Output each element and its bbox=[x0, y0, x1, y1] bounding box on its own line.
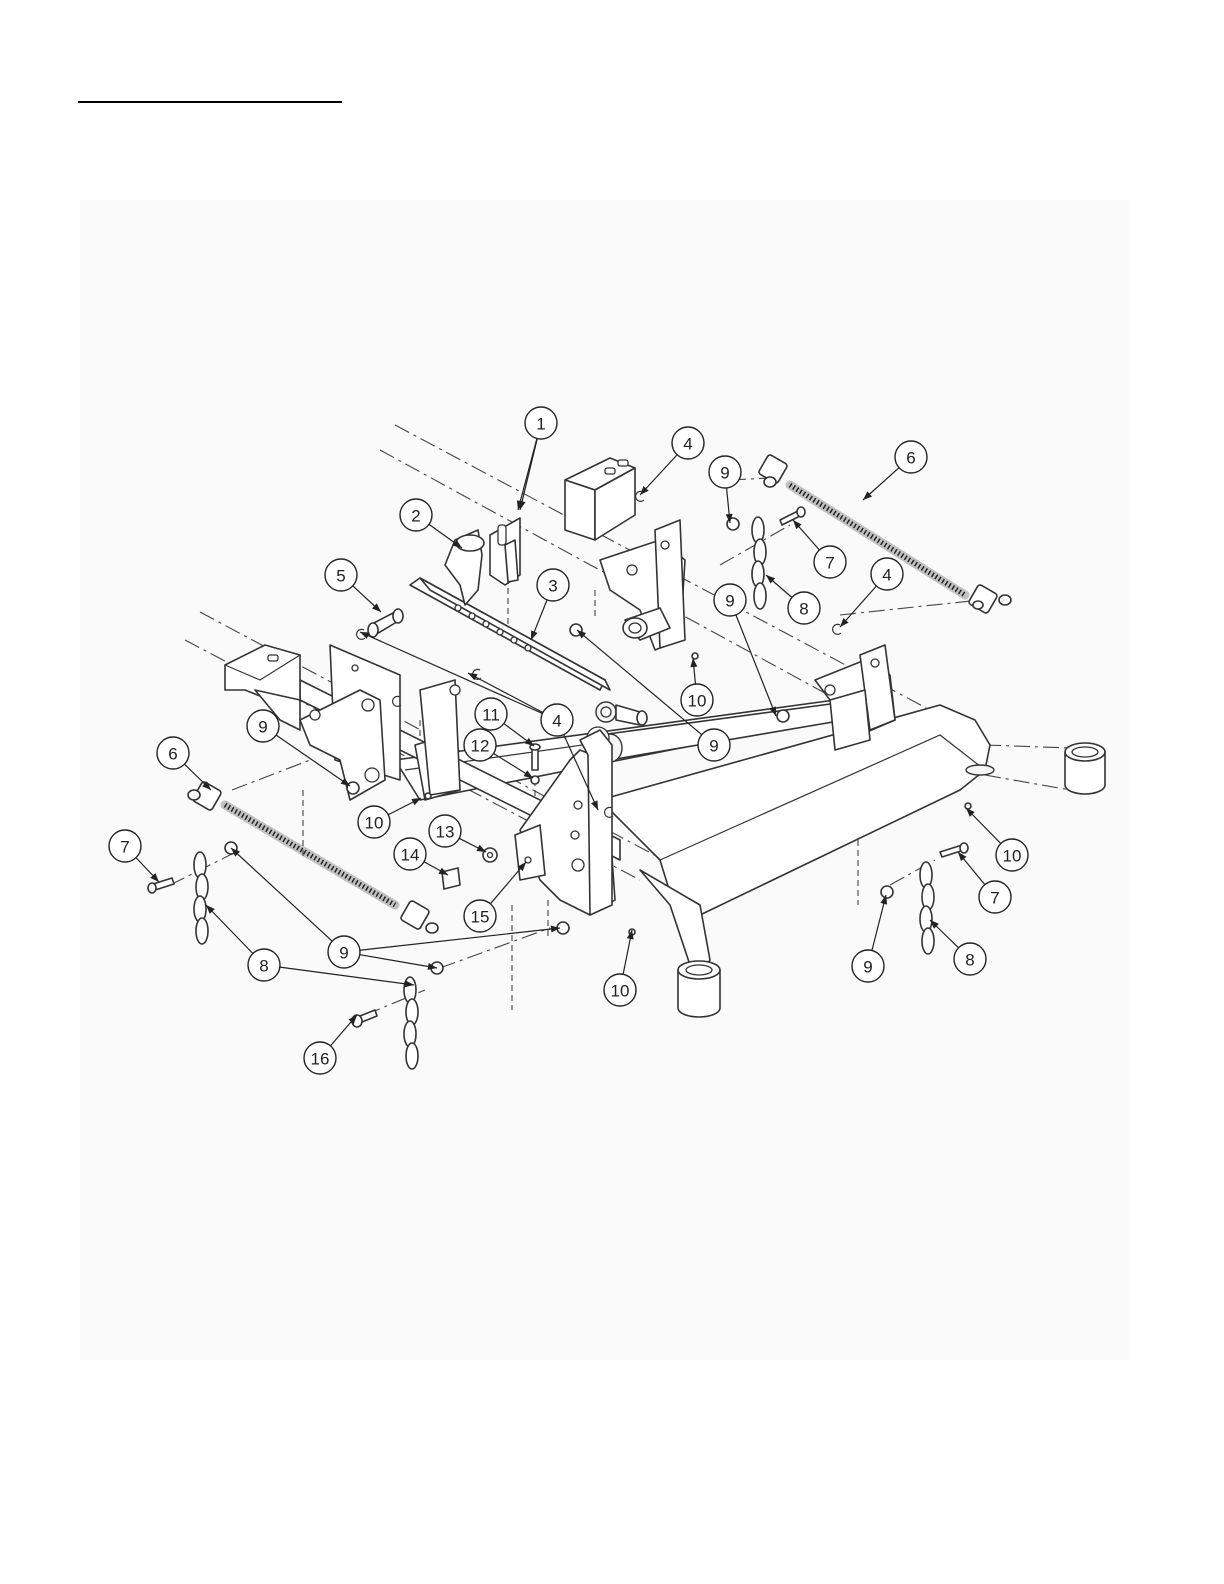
callout-5: 5 bbox=[325, 559, 357, 591]
callout-10: 10 bbox=[996, 839, 1028, 871]
callout-label: 3 bbox=[548, 577, 557, 596]
callout-label: 6 bbox=[906, 449, 915, 468]
callout-label: 7 bbox=[825, 554, 834, 573]
callout-9: 9 bbox=[714, 584, 746, 616]
callout-label: 9 bbox=[258, 718, 267, 737]
callout-label: 2 bbox=[411, 507, 420, 526]
callout-9: 9 bbox=[698, 729, 730, 761]
callout-label: 9 bbox=[720, 464, 729, 483]
callout-label: 1 bbox=[536, 415, 545, 434]
callout-12: 12 bbox=[464, 729, 496, 761]
callout-8: 8 bbox=[954, 943, 986, 975]
callout-label: 7 bbox=[120, 838, 129, 857]
callout-2: 2 bbox=[400, 499, 432, 531]
callout-label: 10 bbox=[688, 692, 707, 711]
callout-label: 4 bbox=[683, 435, 692, 454]
callout-4: 4 bbox=[541, 704, 573, 736]
callout-label: 15 bbox=[471, 908, 490, 927]
callout-label: 10 bbox=[611, 982, 630, 1001]
callout-label: 6 bbox=[168, 745, 177, 764]
callout-10: 10 bbox=[358, 806, 390, 838]
callout-label: 16 bbox=[311, 1050, 330, 1069]
callout-6: 6 bbox=[157, 737, 189, 769]
pin bbox=[368, 609, 403, 637]
callout-leader-22 bbox=[206, 905, 253, 953]
callout-10: 10 bbox=[604, 974, 636, 1006]
callout-7: 7 bbox=[979, 881, 1011, 913]
callout-10: 10 bbox=[681, 684, 713, 716]
callout-8: 8 bbox=[788, 592, 820, 624]
callout-16: 16 bbox=[304, 1042, 336, 1074]
callout-7: 7 bbox=[109, 830, 141, 862]
callout-label: 8 bbox=[799, 600, 808, 619]
callout-extra-leader-4 bbox=[360, 928, 560, 950]
callout-label: 5 bbox=[336, 567, 345, 586]
callout-9: 9 bbox=[852, 950, 884, 982]
callout-leader-18-arrowhead bbox=[476, 845, 486, 852]
callout-4: 4 bbox=[672, 427, 704, 459]
callout-leader-17-arrowhead bbox=[411, 798, 421, 805]
callout-extra-leader-3 bbox=[360, 955, 437, 968]
callout-9: 9 bbox=[328, 936, 360, 968]
callout-label: 8 bbox=[965, 951, 974, 970]
callout-label: 10 bbox=[1003, 847, 1022, 866]
callout-15: 15 bbox=[464, 900, 496, 932]
callout-6: 6 bbox=[895, 441, 927, 473]
callout-leader-30 bbox=[736, 615, 776, 716]
callout-label: 10 bbox=[365, 814, 384, 833]
callout-label: 9 bbox=[709, 737, 718, 756]
callout-9: 9 bbox=[247, 710, 279, 742]
callout-7: 7 bbox=[814, 546, 846, 578]
callout-14: 14 bbox=[394, 838, 426, 870]
callout-9: 9 bbox=[709, 456, 741, 488]
callout-label: 4 bbox=[882, 566, 891, 585]
callout-1: 1 bbox=[525, 407, 557, 439]
callout-label: 4 bbox=[552, 712, 561, 731]
callout-8: 8 bbox=[248, 949, 280, 981]
callout-11: 11 bbox=[475, 698, 507, 730]
left-side-plate bbox=[300, 645, 460, 800]
callout-label: 9 bbox=[725, 592, 734, 611]
callout-leader-2-arrowhead bbox=[531, 630, 538, 640]
callout-label: 9 bbox=[339, 944, 348, 963]
callout-4: 4 bbox=[871, 558, 903, 590]
upper-mount-bracket bbox=[565, 458, 635, 540]
callout-label: 9 bbox=[863, 958, 872, 977]
callout-label: 11 bbox=[482, 706, 500, 725]
callout-13: 13 bbox=[429, 815, 461, 847]
callout-label: 8 bbox=[259, 957, 268, 976]
callout-label: 13 bbox=[436, 823, 455, 842]
latch-parts bbox=[445, 518, 520, 605]
callout-label: 14 bbox=[401, 846, 420, 865]
callout-label: 12 bbox=[471, 737, 490, 756]
callout-3: 3 bbox=[537, 569, 569, 601]
callout-label: 7 bbox=[990, 889, 999, 908]
callout-extra-leader-2 bbox=[280, 967, 414, 985]
